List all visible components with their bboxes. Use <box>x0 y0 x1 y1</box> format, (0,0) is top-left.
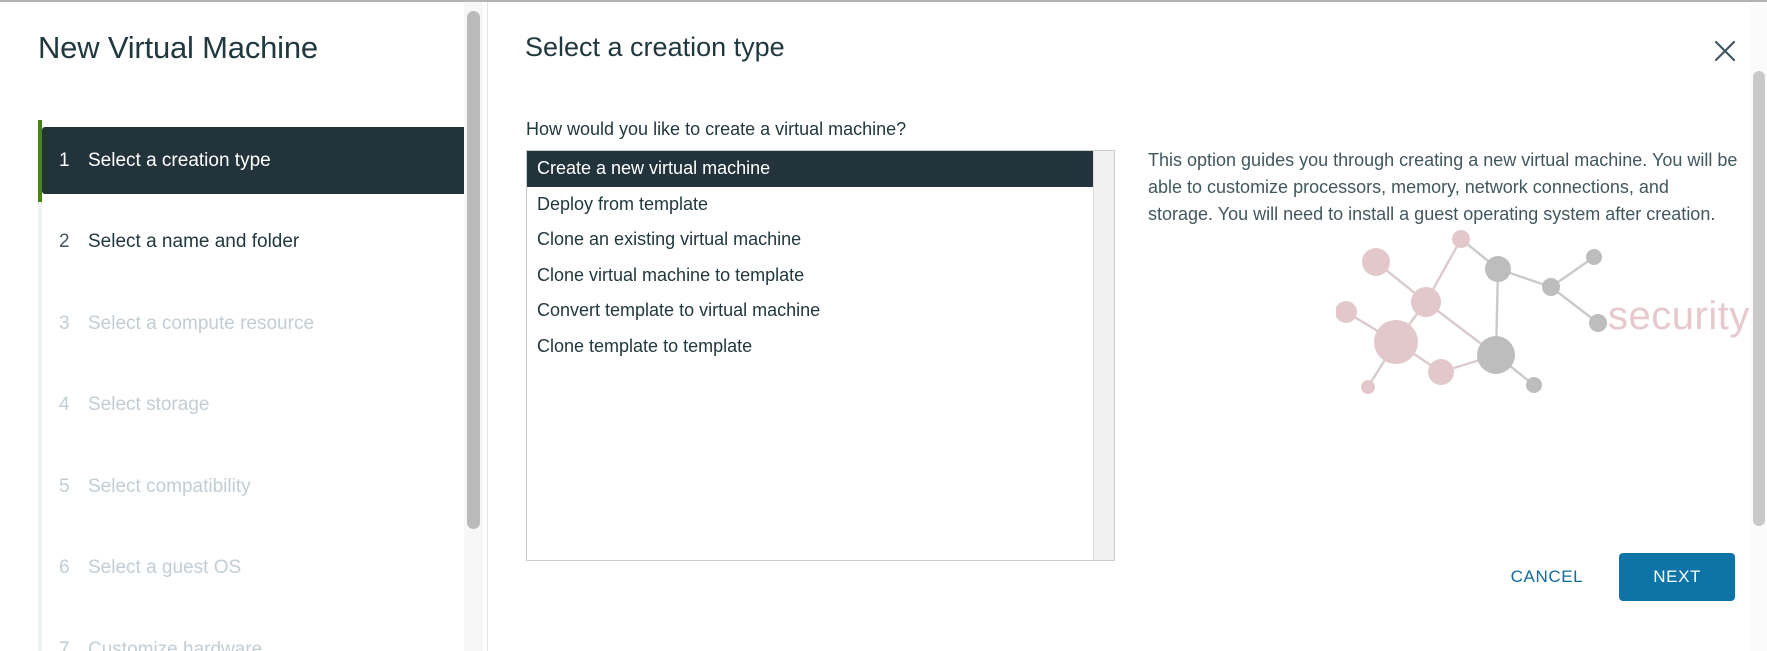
wizard-sidebar: New Virtual Machine 1 Select a creation t… <box>0 2 487 651</box>
wizard-step-rail <box>38 364 42 446</box>
listbox-scrollbar-track[interactable] <box>1093 151 1114 560</box>
wizard-title: New Virtual Machine <box>38 30 318 65</box>
wizard-step-rail <box>38 446 42 528</box>
wizard-step-4: 4 Select storage <box>0 364 487 446</box>
wizard-step-number: 4 <box>59 394 70 415</box>
wizard-step-rail <box>38 609 42 651</box>
wizard-step-body: 3 Select a compute resource <box>42 290 470 357</box>
wizard-step-number: 6 <box>59 557 70 578</box>
network-graph-decoration <box>1336 230 1607 394</box>
wizard-step-1[interactable]: 1 Select a creation type <box>0 120 487 202</box>
wizard-step-rail <box>38 527 42 609</box>
wizard-steps-list: 1 Select a creation type 2 Select a name an… <box>0 120 487 651</box>
wizard-step-body: 1 Select a creation type <box>42 127 470 194</box>
wizard-step-body: 5 Select compatibility <box>42 453 470 520</box>
close-icon <box>1714 40 1736 62</box>
wizard-step-label: Select a guest OS <box>88 557 242 578</box>
wizard-step-body: 2 Select a name and folder <box>42 209 470 276</box>
wizard-step-7: 7 Customize hardware <box>0 609 487 651</box>
wizard-step-5: 5 Select compatibility <box>0 446 487 528</box>
creation-type-option[interactable]: Clone an existing virtual machine <box>537 229 802 249</box>
wizard-step-body: 7 Customize hardware <box>42 616 470 651</box>
wizard-step-label: Select a creation type <box>88 149 271 171</box>
sidebar-divider <box>487 2 488 651</box>
wizard-step-label: Customize hardware <box>88 638 263 651</box>
wizard-step-2[interactable]: 2 Select a name and folder <box>0 201 487 283</box>
wizard-step-number: 7 <box>59 638 70 651</box>
sidebar-scrollbar-thumb[interactable] <box>467 11 480 529</box>
creation-type-option[interactable]: Clone template to template <box>537 335 753 356</box>
wizard-step-body: 4 Select storage <box>42 372 470 439</box>
wizard-step-label: Select a name and folder <box>88 231 300 252</box>
next-button[interactable]: NEXT <box>1619 553 1735 601</box>
watermark-text: securityzone.vn <box>1608 294 1767 338</box>
window-scrollbar-thumb[interactable] <box>1753 71 1765 526</box>
wizard-step-rail <box>38 201 42 283</box>
wizard-step-label: Select compatibility <box>88 475 251 497</box>
wizard-step-rail <box>38 120 42 202</box>
wizard-step-label: Select a compute resource <box>88 312 315 334</box>
wizard-step-6: 6 Select a guest OS <box>0 527 487 609</box>
footer-actions: CANCEL NEXT <box>1489 553 1735 601</box>
close-button[interactable] <box>1708 34 1742 68</box>
creation-type-option[interactable]: Convert template to virtual machine <box>537 300 821 320</box>
creation-type-description: This option guides you through creating … <box>1148 150 1738 224</box>
page-title: Select a creation type <box>525 32 785 62</box>
cancel-button[interactable]: CANCEL <box>1489 555 1606 599</box>
wizard-step-number: 3 <box>59 312 70 334</box>
creation-type-option[interactable]: Deploy from template <box>537 193 709 214</box>
wizard-step-number: 5 <box>59 475 70 497</box>
wizard-main-panel: Select a creation type How would you lik… <box>488 2 1767 651</box>
wizard-step-rail <box>38 283 42 365</box>
creation-type-option[interactable]: Create a new virtual machine <box>527 151 1093 187</box>
wizard-step-number: 2 <box>59 231 70 252</box>
creation-type-option[interactable]: Clone virtual machine to template <box>537 264 805 285</box>
wizard-step-3: 3 Select a compute resource <box>0 283 487 365</box>
wizard-step-label: Select storage <box>88 394 210 415</box>
wizard-step-number: 1 <box>59 149 70 171</box>
wizard-step-body: 6 Select a guest OS <box>42 535 470 602</box>
creation-type-question-label: How would you like to create a virtual m… <box>526 119 907 139</box>
